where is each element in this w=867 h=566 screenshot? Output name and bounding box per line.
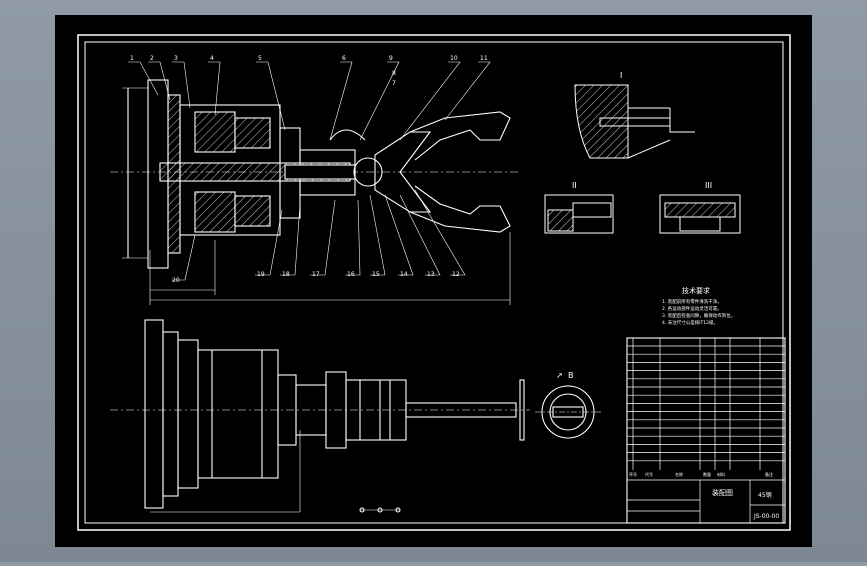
callout-5: 5 <box>258 55 262 62</box>
col-header-5: 备注 <box>765 471 773 477</box>
callout-leaders <box>128 61 491 281</box>
callout-18: 18 <box>282 271 290 278</box>
callout-10: 10 <box>450 55 458 62</box>
view-b-label: B <box>568 371 574 380</box>
note-3: 3. 装配后检查间隙，确保动作到位。 <box>662 312 735 319</box>
callout-13: 13 <box>427 271 435 278</box>
callout-14: 14 <box>400 271 408 278</box>
inner-border <box>84 41 784 524</box>
callout-16: 16 <box>347 271 355 278</box>
col-header-0: 序号 <box>629 471 637 477</box>
callout-12: 12 <box>452 271 460 278</box>
callout-4: 4 <box>210 55 214 62</box>
callout-9: 9 <box>389 55 393 62</box>
parts-list-headers: 序号 代号 名称 数量材料 备注 <box>629 471 773 477</box>
section-label-i: I <box>620 71 622 80</box>
note-1: 1. 装配前所有零件清洗干净。 <box>662 298 722 305</box>
section-detail-iii <box>659 194 741 234</box>
callout-20: 20 <box>172 277 180 284</box>
section-label-iii: III <box>705 181 712 190</box>
outer-border <box>77 34 791 531</box>
section-detail-ii <box>544 194 614 234</box>
callout-6: 6 <box>342 55 346 62</box>
section-detail-i <box>574 84 695 159</box>
view-b <box>535 385 601 439</box>
drawing-name: 装配图 <box>712 488 733 497</box>
top-view <box>110 319 530 513</box>
callout-17: 17 <box>312 271 320 278</box>
col-header-2: 名称 <box>675 471 683 477</box>
notes-title: 技术要求 <box>682 286 710 295</box>
callout-19: 19 <box>257 271 265 278</box>
callout-11: 11 <box>480 55 488 62</box>
main-section-view <box>110 79 520 305</box>
drawing-background <box>55 15 812 547</box>
note-4: 4. 未注尺寸公差按IT12级。 <box>662 319 718 326</box>
callout-7: 7 <box>392 80 396 87</box>
callout-3: 3 <box>174 55 178 62</box>
drawing-material: 45钢 <box>758 491 772 499</box>
drawing-number: JS-00-00 <box>753 513 779 520</box>
callout-15: 15 <box>372 271 380 278</box>
note-2: 2. 各运动部件运动灵活可靠。 <box>662 305 722 312</box>
col-header-3: 数量 <box>703 471 711 477</box>
section-label-ii: II <box>572 181 577 190</box>
col-header-4: 材料 <box>717 471 725 477</box>
col-header-1: 代号 <box>645 471 653 477</box>
view-b-arrow: ↗ <box>556 371 563 380</box>
parts-list-table <box>626 337 786 524</box>
callout-1: 1 <box>130 55 134 62</box>
callout-8: 8 <box>392 70 396 77</box>
callout-2: 2 <box>150 55 154 62</box>
technical-notes: 技术要求 1. 装配前所有零件清洗干净。 2. 各运动部件运动灵活可靠。 3. … <box>662 286 735 326</box>
